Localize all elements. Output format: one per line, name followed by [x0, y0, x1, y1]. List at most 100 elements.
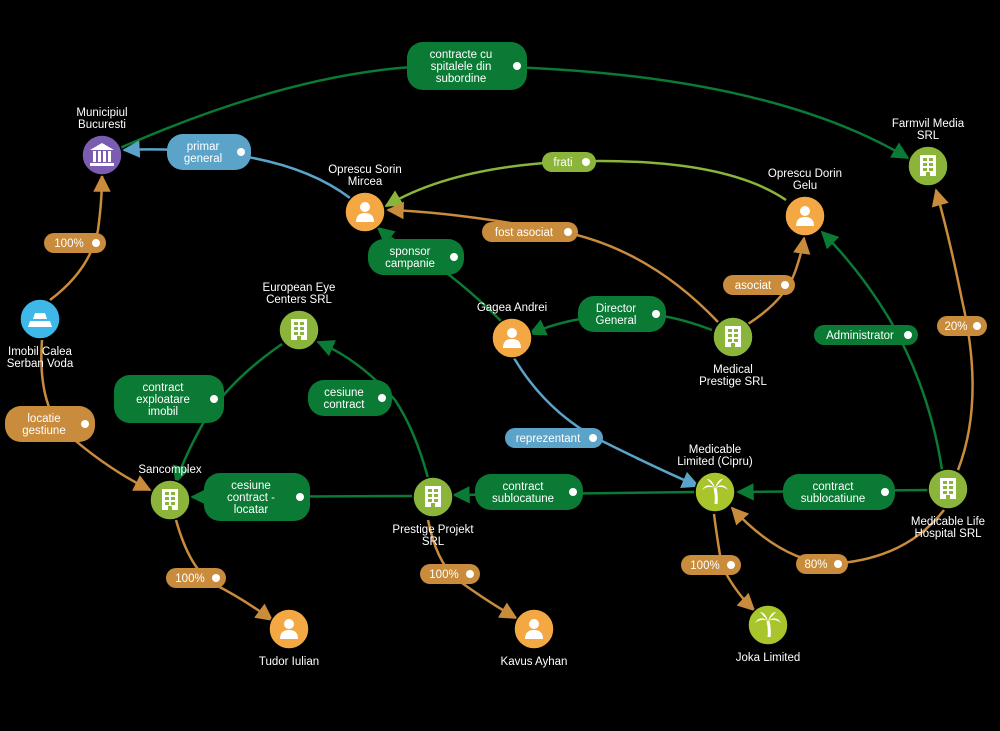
pill-background [407, 42, 527, 90]
palm-icon [702, 479, 728, 505]
node-label: Medicable Life [911, 516, 985, 528]
building-icon [291, 319, 307, 340]
palm-icon [755, 612, 781, 638]
node-label: Oprescu Sorin [328, 164, 402, 176]
edge-label-pill[interactable]: reprezentant [505, 428, 603, 448]
pill-background [167, 134, 251, 170]
edge-label-pill[interactable]: 80% [796, 554, 848, 574]
edge-label-pill[interactable]: asociat [723, 275, 795, 295]
pill-background [723, 275, 795, 295]
gold-bars-icon [28, 313, 52, 327]
node-label: Sancomplex [138, 464, 202, 476]
edge-label-pill[interactable]: Administrator [814, 325, 918, 345]
node-joka[interactable]: Joka Limited [736, 604, 801, 664]
pill-background [420, 564, 480, 584]
pill-dot [973, 322, 981, 330]
node-label: Bucuresti [78, 119, 126, 131]
edge-label-text: subordine [436, 73, 487, 85]
edge-label-pill[interactable]: 20% [937, 316, 987, 336]
edge-label-pill[interactable]: fost asociat [482, 222, 578, 242]
pill-dot [652, 310, 660, 318]
node-label: SRL [422, 536, 445, 548]
edge-label-pill[interactable]: 100% [166, 568, 226, 588]
node-label: Medical [713, 364, 753, 376]
pill-dot [466, 570, 474, 578]
pill-dot [378, 394, 386, 402]
pill-dot [564, 228, 572, 236]
edge-label-text: spitalele din [431, 61, 492, 73]
pill-background [482, 222, 578, 242]
pill-background [783, 474, 895, 510]
edge-label-text: general [184, 153, 222, 165]
edge-label-pill[interactable]: 100% [44, 233, 106, 253]
node-circle[interactable] [81, 134, 123, 176]
edge-label-text: contract - [227, 492, 275, 504]
edge-label-text: Director [596, 303, 636, 315]
person-icon [525, 619, 543, 639]
building-icon [940, 478, 956, 499]
edge-label-text: asociat [735, 280, 772, 292]
edge-label-text: General [596, 315, 637, 327]
node-sancomplex[interactable]: Sancomplex [138, 464, 202, 521]
edge-label-text: sublocatune [492, 493, 554, 505]
pill-dot [834, 560, 842, 568]
pill-dot [237, 148, 245, 156]
edge-label-text: sponsor [390, 246, 431, 258]
pill-background [368, 239, 464, 275]
person-icon [280, 619, 298, 639]
pill-dot [582, 158, 590, 166]
building-icon [725, 326, 741, 347]
edge-label-text: 100% [690, 560, 719, 572]
edge-label-text: contract [813, 481, 855, 493]
node-kavus[interactable]: Kavus Ayhan [501, 608, 568, 668]
person-icon [503, 328, 521, 348]
edge-reprezentant [512, 357, 700, 488]
edge-label-pill[interactable]: 100% [681, 555, 741, 575]
node-label: Imobil Calea [8, 346, 73, 358]
edge-label-text: frati [553, 157, 572, 169]
edge-label-text: cesiune [324, 387, 364, 399]
node-label: Prestige SRL [699, 376, 767, 388]
edge-label-pill[interactable]: 100% [420, 564, 480, 584]
edge-label-text: campanie [385, 258, 435, 270]
node-label: Oprescu Dorin [768, 168, 842, 180]
node-label: Limited (Cipru) [677, 456, 753, 468]
edge-imobil-municipiul [49, 174, 111, 301]
building-icon [920, 155, 936, 176]
edge-asociat [747, 236, 811, 326]
node-label: SRL [917, 130, 940, 142]
node-gagea[interactable]: Gagea Andrei [477, 302, 547, 359]
pill-dot [81, 420, 89, 428]
pill-background [681, 555, 741, 575]
node-label: Gagea Andrei [477, 302, 547, 314]
edge-label-text: Administrator [826, 330, 894, 342]
edge-label-text: sublocatiune [801, 493, 866, 505]
pill-background [578, 296, 666, 332]
pill-background [114, 375, 224, 423]
pill-background [475, 474, 583, 510]
pill-background [814, 325, 918, 345]
edge-label-pill[interactable]: frati [542, 152, 596, 172]
node-tudor[interactable]: Tudor Iulian [259, 608, 319, 668]
